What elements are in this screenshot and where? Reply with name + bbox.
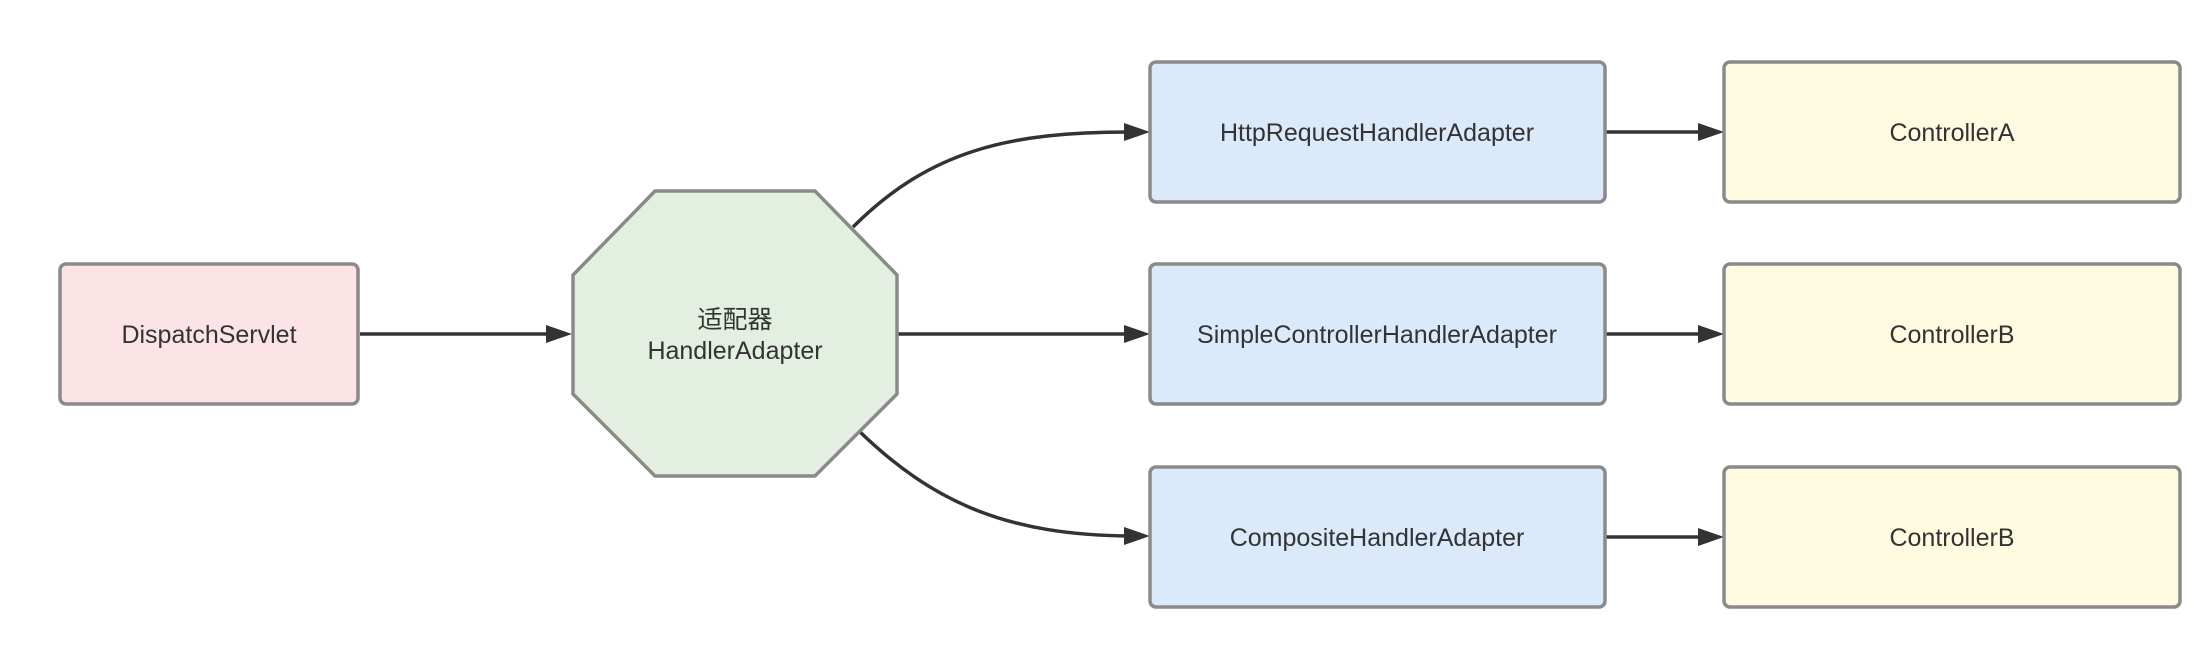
arrowhead-adapter-to-composite: [1124, 527, 1150, 545]
dispatch-servlet-box: [58, 262, 360, 406]
arrowhead-composite-to-controller-b: [1698, 528, 1724, 546]
controller-b-middle-box: [1722, 262, 2182, 406]
controller-a-label: ControllerA: [1889, 119, 2014, 147]
arrowhead-dispatch-to-adapter: [546, 325, 572, 343]
controller-b-middle-label: ControllerB: [1889, 321, 2014, 349]
node-composite-handler-adapter: CompositeHandlerAdapter: [1148, 465, 1607, 609]
handler-adapter-label-en: HandlerAdapter: [647, 337, 822, 365]
node-controller-b-middle: ControllerB: [1722, 262, 2182, 406]
handler-adapter-label-cn: 适配器: [697, 306, 772, 334]
composite-handler-adapter-box: [1148, 465, 1607, 609]
edges: [360, 123, 1724, 546]
node-controller-b-bottom: ControllerB: [1722, 465, 2182, 609]
http-request-handler-adapter-label: HttpRequestHandlerAdapter: [1220, 119, 1534, 147]
http-request-handler-adapter-box: [1148, 60, 1607, 204]
edge-adapter-to-http: [851, 130, 1131, 229]
simple-controller-handler-adapter-box: [1148, 262, 1607, 406]
controller-b-bottom-label: ControllerB: [1889, 524, 2014, 552]
node-http-request-handler-adapter: HttpRequestHandlerAdapter: [1148, 60, 1607, 204]
arrowhead-adapter-to-simple: [1124, 325, 1150, 343]
arrowhead-adapter-to-http: [1124, 123, 1150, 141]
controller-a-box: [1722, 60, 2182, 204]
controller-b-bottom-box: [1722, 465, 2182, 609]
composite-handler-adapter-label: CompositeHandlerAdapter: [1230, 524, 1525, 552]
simple-controller-handler-adapter-label: SimpleControllerHandlerAdapter: [1197, 321, 1557, 349]
node-dispatch-servlet: DispatchServlet: [58, 262, 360, 406]
dispatch-servlet-label: DispatchServlet: [121, 321, 296, 349]
node-handler-adapter: 适配器 HandlerAdapter: [571, 189, 899, 478]
node-simple-controller-handler-adapter: SimpleControllerHandlerAdapter: [1148, 262, 1607, 406]
edge-adapter-to-composite: [856, 428, 1131, 538]
handler-adapter-octagon: [571, 189, 899, 478]
node-controller-a: ControllerA: [1722, 60, 2182, 204]
arrowhead-simple-to-controller-b: [1698, 325, 1724, 343]
arrowhead-http-to-controller-a: [1698, 123, 1724, 141]
